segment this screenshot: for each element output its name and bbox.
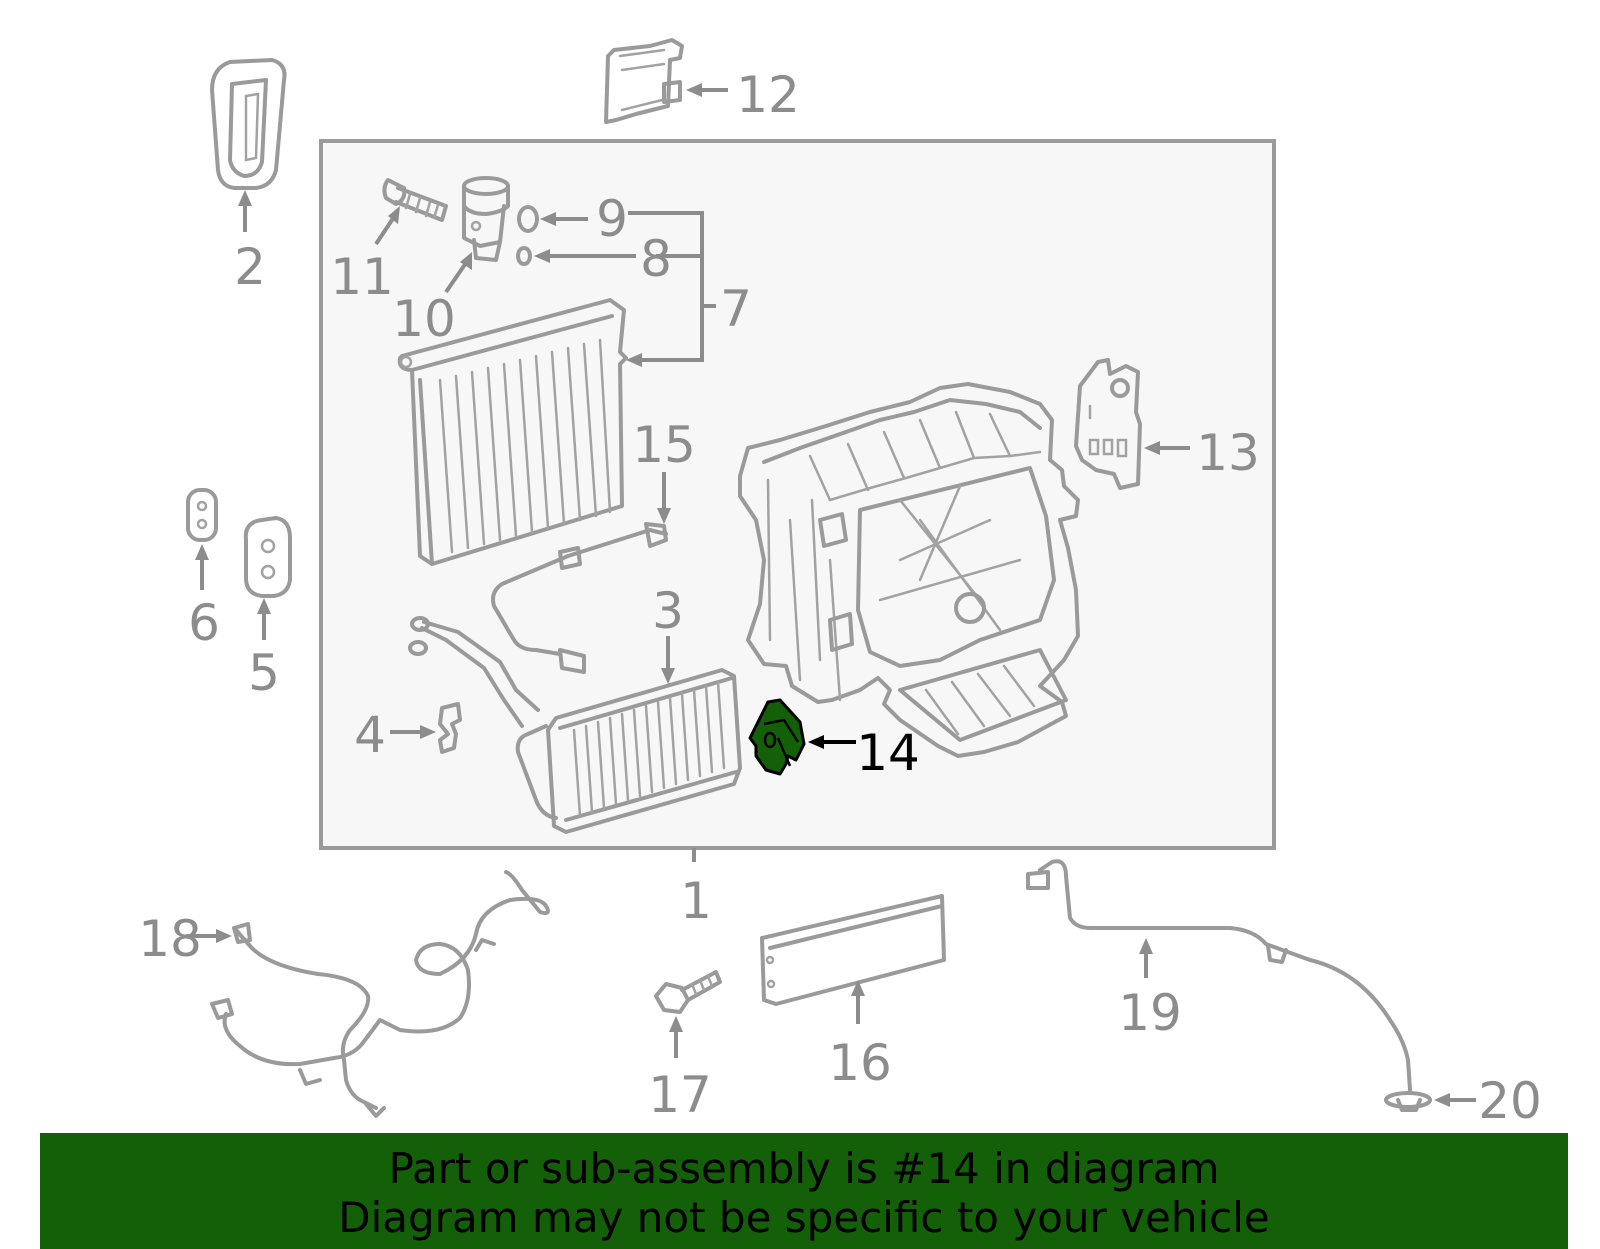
label-4: 4 xyxy=(354,706,386,764)
banner-line-part-number: Part or sub-assembly is #14 in diagram xyxy=(388,1144,1220,1193)
banner-line-disclaimer: Diagram may not be specific to your vehi… xyxy=(338,1193,1270,1242)
leader-10 xyxy=(444,258,470,294)
part-5-grommet[interactable] xyxy=(243,516,292,598)
part-19-drain-hose[interactable] xyxy=(1026,859,1412,1092)
label-19: 19 xyxy=(1118,984,1182,1042)
part-3-heater-core[interactable] xyxy=(408,616,742,834)
label-2: 2 xyxy=(234,238,266,296)
part-4-clip[interactable] xyxy=(438,702,462,754)
part-12-bracket[interactable] xyxy=(604,38,684,124)
part-1-hvac-housing[interactable] xyxy=(738,382,1080,758)
part-20-drain-grommet[interactable] xyxy=(1384,1091,1432,1112)
part-11-bolt[interactable] xyxy=(382,178,448,222)
part-15-sensor-harness[interactable] xyxy=(491,522,668,674)
label-12: 12 xyxy=(736,66,800,124)
part-2-vent-bezel[interactable] xyxy=(210,58,287,190)
label-9: 9 xyxy=(596,190,628,248)
part-10-expansion-valve[interactable] xyxy=(462,176,510,262)
part-16-air-filter[interactable] xyxy=(760,894,946,1006)
label-13: 13 xyxy=(1196,424,1260,482)
part-9-o-ring[interactable] xyxy=(517,205,539,233)
part-6-grommet[interactable] xyxy=(186,488,218,542)
label-8: 8 xyxy=(640,230,672,288)
bracket-7 xyxy=(628,211,716,362)
label-10: 10 xyxy=(392,290,456,348)
label-17: 17 xyxy=(648,1066,712,1124)
part-14-servo-actuator[interactable] xyxy=(748,698,806,776)
label-1: 1 xyxy=(680,872,712,930)
label-3: 3 xyxy=(652,582,684,640)
part-17-bolt[interactable] xyxy=(654,970,722,1014)
label-18: 18 xyxy=(138,910,202,968)
label-6: 6 xyxy=(188,594,220,652)
part-7-evaporator[interactable] xyxy=(397,298,628,566)
label-20: 20 xyxy=(1478,1072,1542,1130)
label-5: 5 xyxy=(248,644,280,702)
part-18-wire-harness[interactable] xyxy=(210,870,550,1118)
label-7: 7 xyxy=(720,280,752,338)
label-11: 11 xyxy=(330,248,394,306)
part-8-o-ring[interactable] xyxy=(516,246,532,266)
info-banner: Part or sub-assembly is #14 in diagram D… xyxy=(40,1133,1568,1249)
label-14: 14 xyxy=(856,724,920,782)
part-13-bracket[interactable] xyxy=(1074,358,1142,490)
label-16: 16 xyxy=(828,1034,892,1092)
label-15: 15 xyxy=(632,416,696,474)
